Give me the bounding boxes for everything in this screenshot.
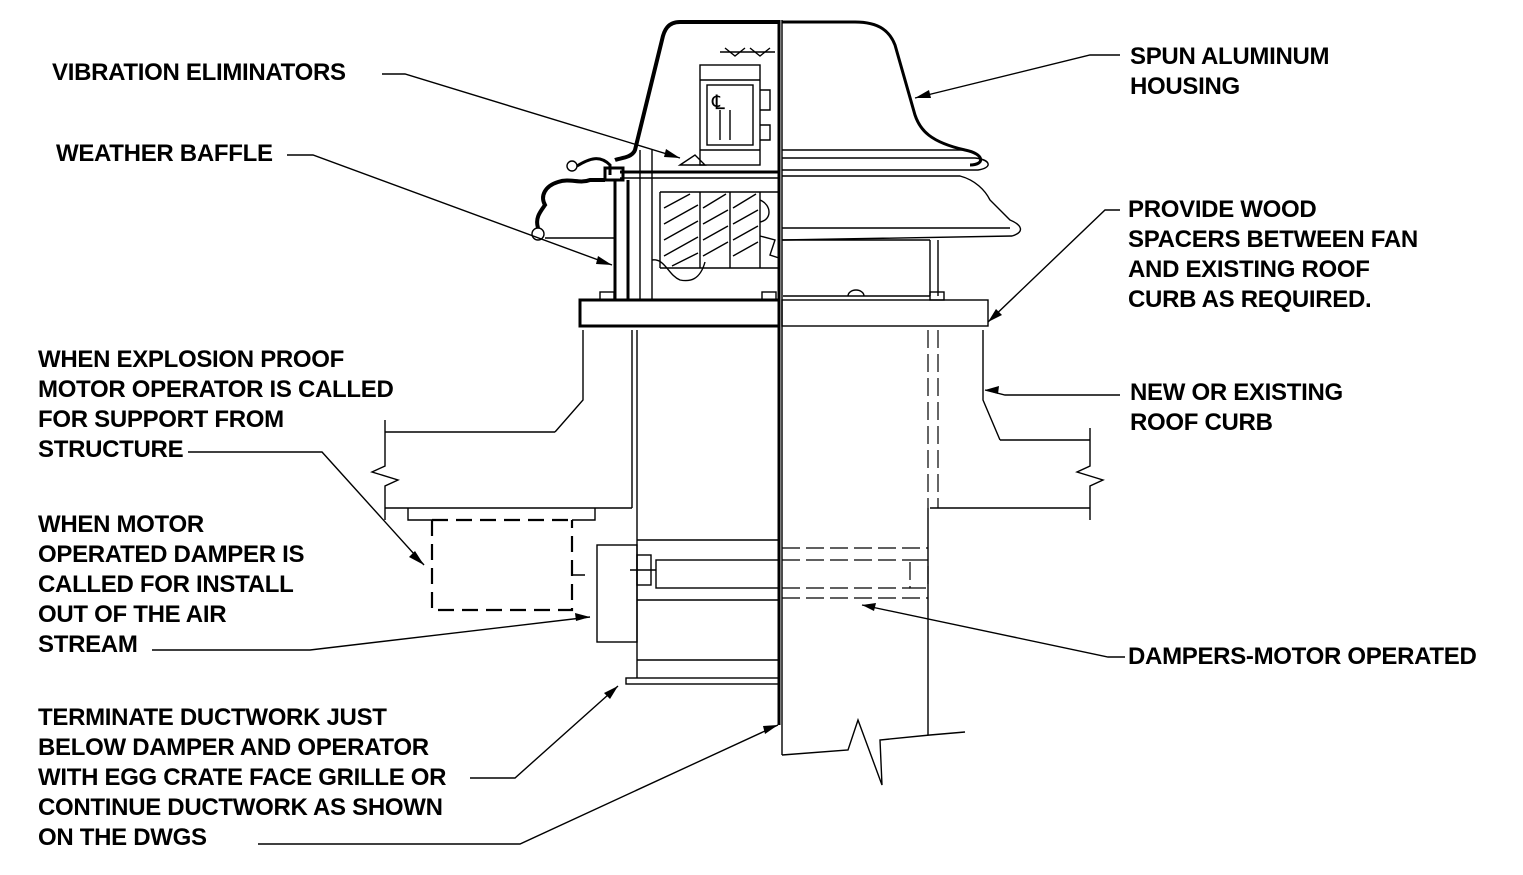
label-vibration-eliminators: VIBRATION ELIMINATORS (52, 59, 346, 86)
label-motor-damper: WHEN MOTOR OPERATED DAMPER IS CALLED FOR… (38, 511, 305, 658)
roof-deck (370, 420, 1105, 520)
housing-right-exterior (781, 20, 1022, 241)
motor-centerline-symbol: ℄ (712, 92, 725, 114)
label-spun-aluminum-housing: SPUN ALUMINUM HOUSING (1130, 43, 1330, 100)
label-roof-curb: NEW OR EXISTING ROOF CURB (1130, 379, 1343, 436)
damper (596, 539, 929, 661)
roof-curb (554, 330, 1001, 508)
leader-lines (152, 54, 1125, 845)
fan-base (578, 289, 989, 328)
label-explosion-proof: WHEN EXPLOSION PROOF MOTOR OPERATOR IS C… (38, 346, 394, 463)
label-wood-spacers: PROVIDE WOOD SPACERS BETWEEN FAN AND EXI… (1128, 196, 1418, 313)
label-dampers-motor-operated: DAMPERS-MOTOR OPERATED (1128, 643, 1477, 670)
housing-left-section (531, 20, 779, 300)
label-terminate-ductwork: TERMINATE DUCTWORK JUST BELOW DAMPER AND… (38, 704, 447, 851)
duct (625, 20, 966, 786)
motor (620, 47, 779, 179)
motor-operator-dashed (407, 508, 596, 612)
label-weather-baffle: WEATHER BAFFLE (56, 140, 273, 167)
